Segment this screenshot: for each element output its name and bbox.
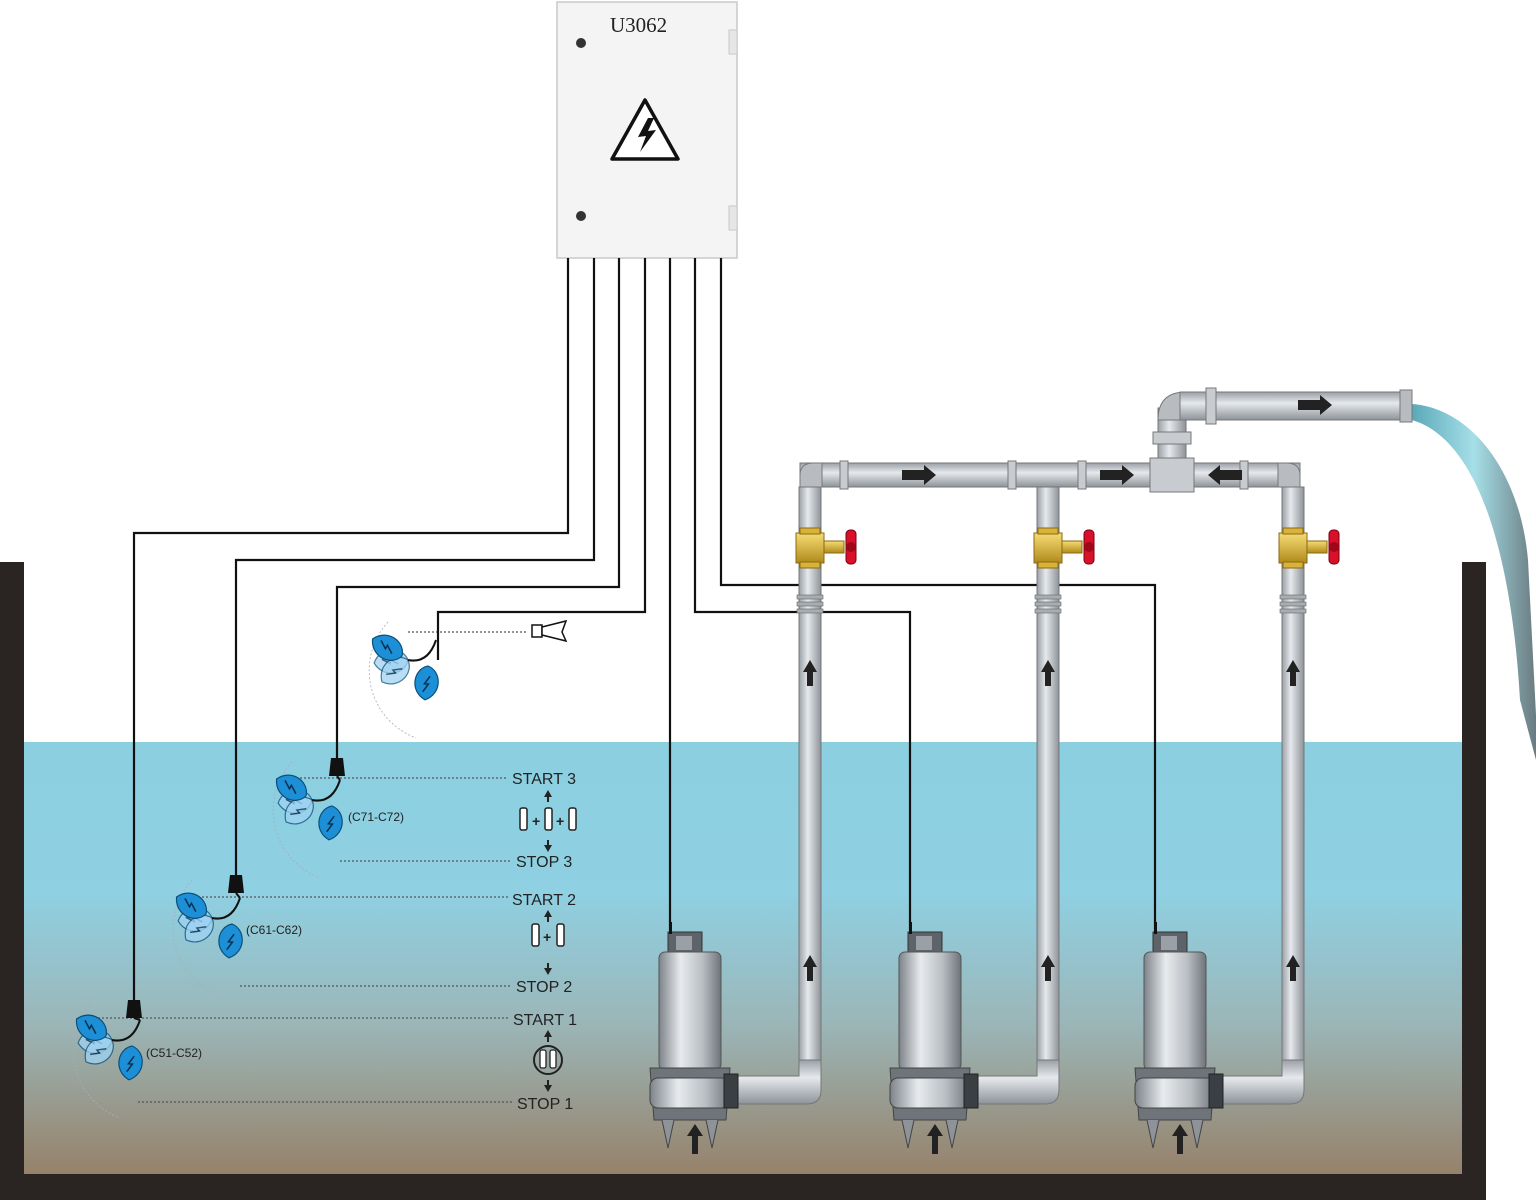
svg-text:+: +: [556, 813, 564, 829]
control-panel: [556, 1, 738, 259]
float-c71: [272, 758, 345, 879]
stop-3-label: STOP 3: [516, 854, 572, 871]
start-2-label: START 2: [512, 892, 576, 909]
tank: [0, 562, 1486, 1200]
alternating-pump-icon: [533, 1030, 563, 1092]
pump-2: [889, 486, 1095, 1154]
float-label-c71: (C71-C72): [348, 810, 404, 824]
high-voltage-warning-icon: [610, 98, 680, 161]
gate-valve-icon: [795, 527, 857, 569]
start-3-label: START 3: [512, 771, 576, 788]
pump-3: [1134, 486, 1340, 1154]
float-switches: [72, 612, 439, 1119]
panel-label: U3062: [610, 13, 667, 37]
float-alarm: [368, 612, 439, 739]
two-pumps-icon: +: [531, 910, 565, 975]
gate-valve-icon: [1278, 527, 1340, 569]
start-1-label: START 1: [513, 1012, 577, 1029]
water-level: [24, 742, 1462, 1174]
discharge-hose: [1412, 404, 1536, 760]
float-label-c61: (C61-C62): [246, 923, 302, 937]
gate-valve-icon: [1033, 527, 1095, 569]
svg-text:+: +: [543, 929, 551, 945]
horn-icon: [531, 619, 568, 643]
pump-1: [649, 486, 857, 1154]
pumps: [649, 486, 1340, 1154]
level-lines: [90, 631, 528, 1103]
stop-2-label: STOP 2: [516, 979, 572, 996]
float-c51: [72, 1000, 143, 1119]
stop-1-label: STOP 1: [517, 1096, 573, 1113]
float-c61: [172, 875, 244, 997]
three-pumps-icon: + +: [519, 790, 577, 852]
flow-arrows: [902, 395, 1332, 485]
svg-text:+: +: [532, 813, 540, 829]
float-label-c51: (C51-C52): [146, 1046, 202, 1060]
